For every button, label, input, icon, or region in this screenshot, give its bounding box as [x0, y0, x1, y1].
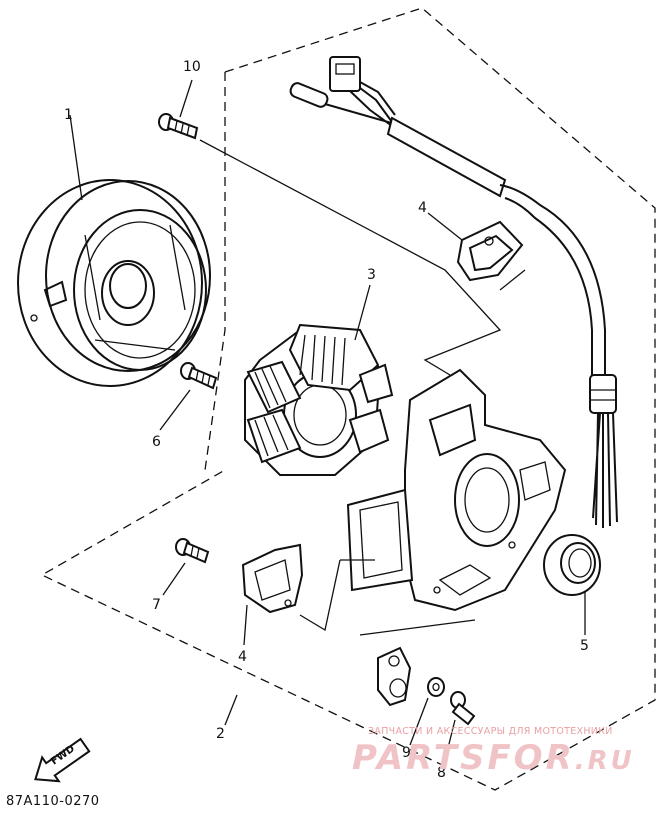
callout-4-bottom: 4	[238, 649, 247, 665]
stator-coil[interactable]	[244, 323, 394, 476]
pickup-coil-bottom[interactable]	[241, 543, 341, 632]
pickup-coil-top[interactable]	[456, 220, 526, 291]
screw-6[interactable]	[180, 362, 218, 390]
watermark-caption: ЗАПЧАСТИ И АКСЕССУАРЫ ДЛЯ МОТОТЕХНИКИ	[368, 726, 613, 737]
watermark-tld: .RU	[574, 746, 635, 776]
callout-6: 6	[152, 434, 161, 450]
callout-7: 7	[152, 597, 161, 613]
watermark-brand: PARTSFOR.RU	[352, 738, 635, 778]
watermark-brand-name: PARTSFOR	[352, 738, 575, 778]
screw-8[interactable]	[450, 691, 476, 726]
callout-9: 9	[402, 745, 411, 761]
callout-3: 3	[367, 267, 376, 283]
wire-clamp[interactable]	[377, 646, 412, 707]
callout-4-top: 4	[418, 200, 427, 216]
washer-9[interactable]	[427, 677, 445, 697]
leader-lines	[69, 79, 586, 761]
flywheel-rotor[interactable]	[17, 179, 211, 387]
wire-harness[interactable]	[289, 56, 618, 528]
callout-2: 2	[216, 726, 225, 742]
callout-10: 10	[183, 59, 201, 75]
screw-7[interactable]	[175, 538, 210, 564]
fwd-arrow-icon	[34, 737, 91, 783]
callout-5: 5	[580, 638, 589, 654]
assembly-boundary-dashed	[40, 7, 656, 791]
callout-8: 8	[437, 765, 446, 781]
screw-10[interactable]	[158, 113, 199, 140]
assembly-boundary-inner-dashed	[204, 72, 226, 471]
stator-base-plate[interactable]	[346, 368, 567, 612]
oil-seal[interactable]	[543, 534, 601, 596]
callout-1: 1	[64, 107, 73, 123]
diagram-code: 87A110-0270	[6, 794, 100, 809]
